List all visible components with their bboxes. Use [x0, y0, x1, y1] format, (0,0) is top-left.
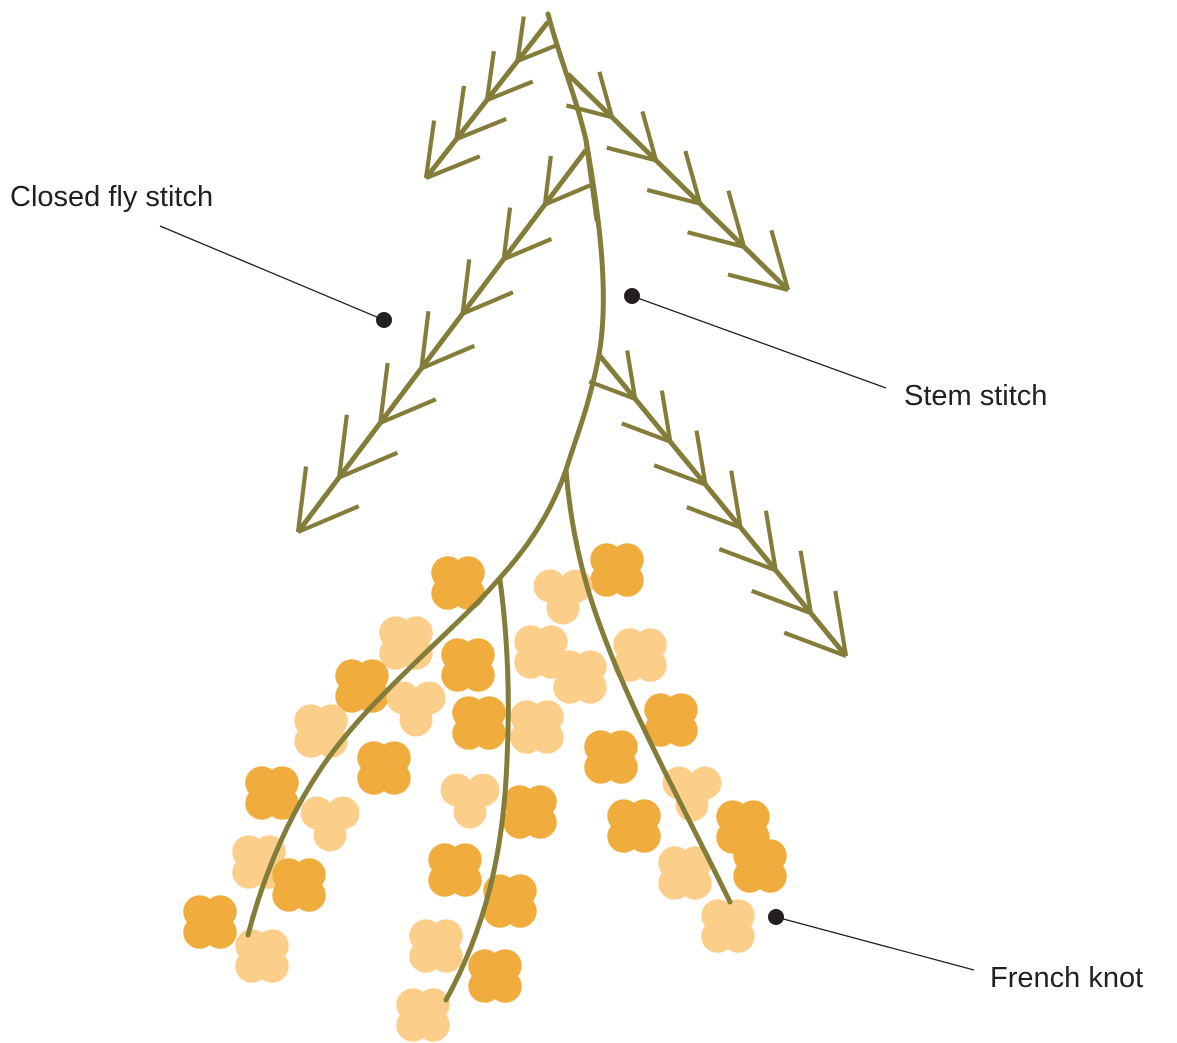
closed-fly-stitch-label: Closed fly stitch [10, 181, 213, 213]
french-knot-clusters [183, 543, 787, 1042]
closed-fly-stitch-callout: Closed fly stitch [10, 181, 392, 328]
french-knot [293, 879, 326, 912]
french-knot-cluster [553, 650, 607, 704]
french-knot-cluster [644, 693, 698, 747]
french-knot-cluster [387, 682, 446, 737]
french-knot [605, 751, 638, 784]
french-knot-cluster [183, 895, 237, 949]
french-knot [454, 796, 487, 829]
french-knot [611, 564, 644, 597]
french-knot [504, 895, 537, 928]
french-knot-cluster [663, 767, 722, 822]
french-knot-cluster [409, 919, 463, 973]
french-knot-cluster [584, 730, 638, 784]
french-knot [754, 860, 787, 893]
french-knot-label: French knot [990, 962, 1143, 994]
french-knot [547, 592, 580, 625]
stem-stitch-line [586, 140, 597, 220]
french-knot [452, 577, 485, 610]
french-knot-callout: French knot [768, 909, 1143, 994]
french-knot-cluster [468, 949, 522, 1003]
french-knot [524, 806, 557, 839]
french-knot-cluster [235, 929, 289, 983]
french-knot [417, 1009, 450, 1042]
french-knot-cluster [503, 785, 557, 839]
french-knot [462, 659, 495, 692]
stem-stitch-callout: Stem stitch [624, 288, 1047, 412]
french-knot-cluster [357, 741, 411, 795]
french-knot-cluster [607, 799, 661, 853]
french-knot [378, 762, 411, 795]
french-knot [449, 864, 482, 897]
french-knot [531, 721, 564, 754]
french-knot-cluster [590, 543, 644, 597]
french-knot [665, 714, 698, 747]
french-knot-cluster [396, 988, 450, 1042]
french-knot [400, 704, 433, 737]
french-knot [473, 717, 506, 750]
french-knot [722, 920, 755, 953]
stem-stitch-leader-line [632, 296, 886, 388]
french-knot-cluster [452, 696, 506, 750]
french-knot-cluster [428, 843, 482, 897]
french-knot-cluster [441, 774, 500, 829]
french-knot-cluster [245, 766, 299, 820]
french-knot [679, 867, 712, 900]
french-knot [574, 671, 607, 704]
french-knot-cluster [272, 858, 326, 912]
french-knot-cluster [301, 797, 360, 852]
closed-fly-stitch-frond [298, 150, 590, 532]
french-knot [314, 819, 347, 852]
stem-stitch-label: Stem stitch [904, 380, 1047, 412]
closed-fly-stitch-frond [426, 16, 559, 178]
french-knot [628, 820, 661, 853]
french-knot-cluster [335, 659, 389, 713]
french-knot-cluster [379, 616, 433, 670]
french-knot-cluster [510, 700, 564, 754]
french-knot-cluster [294, 704, 348, 758]
closed-fly-stitch-frond [589, 350, 846, 656]
french-knot [634, 649, 667, 682]
french-knot-leader-line [776, 917, 974, 970]
closed-fly-stitch-pointer-dot [376, 312, 392, 328]
french-knot [430, 940, 463, 973]
french-knot [204, 916, 237, 949]
french-knot-cluster [441, 638, 495, 692]
closed-fly-stitch-fronds [298, 16, 846, 656]
french-knot-cluster [701, 899, 755, 953]
french-knot [256, 950, 289, 983]
french-knot-cluster [733, 839, 787, 893]
closed-fly-stitch-leader-line [160, 226, 384, 320]
french-knot [489, 970, 522, 1003]
